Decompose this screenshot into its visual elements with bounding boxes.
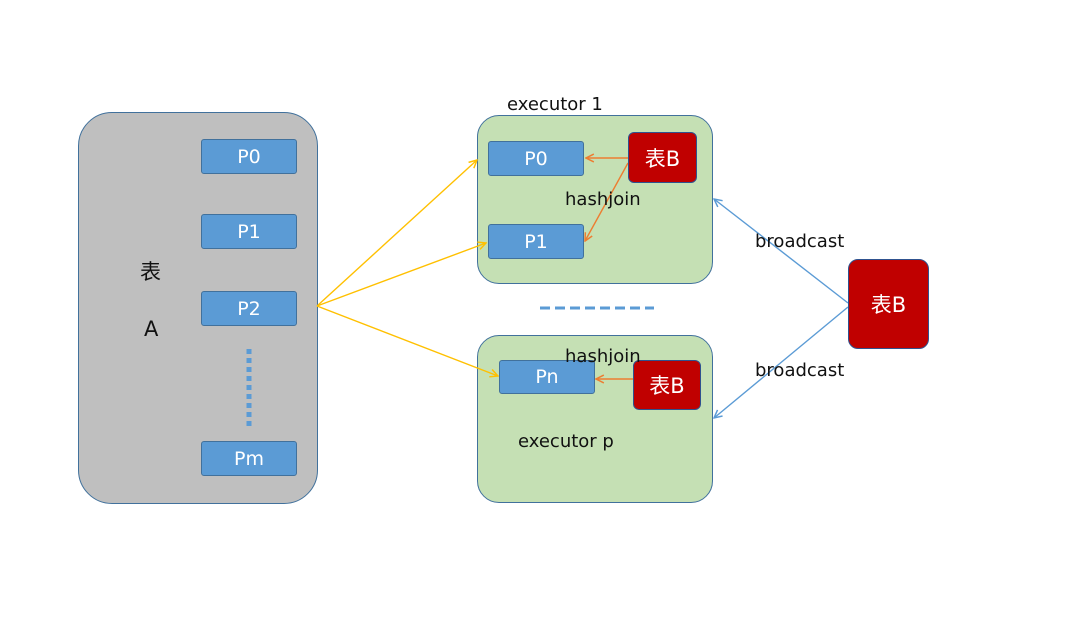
broadcast-label-bottom: broadcast [755, 360, 845, 381]
distribute-arrow-to-exec1-p1 [316, 243, 486, 307]
hashjoin-arrow-to-p1 [585, 162, 629, 241]
source-table-b: 表B [848, 259, 929, 349]
table-a-partition-pm: Pm [201, 441, 297, 476]
executor-p-partition-pn: Pn [499, 360, 595, 394]
executor-1-partition-p0: P0 [488, 141, 584, 176]
executor-p-title: executor p [518, 431, 614, 452]
distribute-arrow-to-exec1-p0 [316, 160, 477, 307]
executor-1-hashjoin-label: hashjoin [565, 189, 641, 210]
table-a-partition-p0: P0 [201, 139, 297, 174]
executor-p-table-b: 表B [633, 360, 701, 410]
executor-p-hashjoin-label: hashjoin [565, 346, 641, 367]
executor-1-table-b: 表B [628, 132, 697, 183]
broadcast-label-top: broadcast [755, 231, 845, 252]
broadcast-arrow-to-exec-p [714, 306, 849, 418]
distribute-arrow-to-exec-p-pn [316, 305, 498, 376]
executor-1-title: executor 1 [507, 94, 603, 115]
broadcast-arrow-to-exec1 [714, 199, 849, 304]
table-a-partition-p1: P1 [201, 214, 297, 249]
table-a-title-line1: 表 [140, 260, 161, 284]
table-a-title-line2: A [144, 317, 159, 341]
executor-1-partition-p1: P1 [488, 224, 584, 259]
table-a-partition-p2: P2 [201, 291, 297, 326]
